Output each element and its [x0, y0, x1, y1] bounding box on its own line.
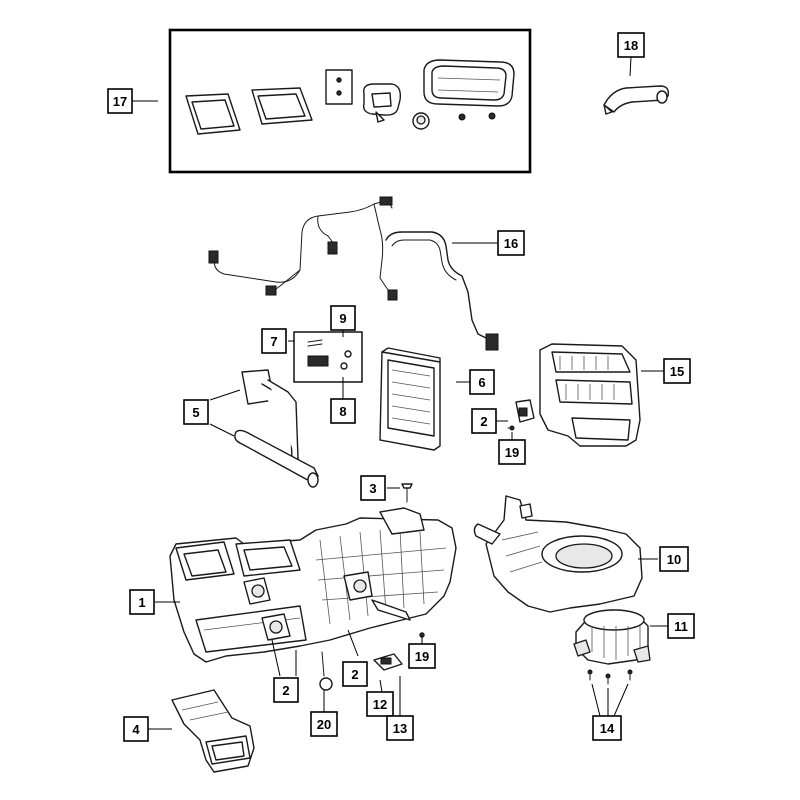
callout-8: 8: [330, 398, 356, 424]
callout-4: 4: [123, 716, 149, 742]
callout-15: 15: [663, 358, 691, 384]
callout-label-2-center: 2: [351, 667, 358, 682]
seal-kit-group: [168, 28, 532, 174]
callout-2-upper: 2: [471, 408, 497, 434]
upper-case-housing-part: [539, 343, 641, 447]
wiring-harness-part: [208, 196, 499, 351]
callout-label-16: 16: [504, 236, 518, 251]
seal-kit-part: [412, 112, 496, 130]
drain-clip-part: [319, 651, 333, 691]
leader-lines: [132, 56, 668, 730]
callout-11: 11: [667, 613, 695, 639]
callout-label-13: 13: [393, 721, 407, 736]
seal-kit-part: [325, 69, 353, 105]
expansion-valve-kit: [293, 331, 363, 383]
callout-9: 9: [330, 305, 356, 331]
seal-kit-part: [423, 59, 515, 107]
blower-screws-part: [587, 669, 633, 685]
callout-label-6: 6: [478, 375, 485, 390]
blower-housing-part: [473, 495, 643, 613]
callout-label-3: 3: [369, 481, 376, 496]
callout-label-20: 20: [317, 717, 331, 732]
seal-kit-part: [362, 83, 402, 123]
blower-resistor-part: [373, 653, 403, 671]
callout-1: 1: [129, 589, 155, 615]
seal-kit-frame: [168, 28, 532, 174]
callout-16: 16: [497, 230, 525, 256]
blend-door-actuator: [243, 577, 271, 605]
callout-14: 14: [592, 715, 622, 741]
callout-5: 5: [183, 399, 209, 425]
callout-19-lower: 19: [408, 643, 436, 669]
mode-door-actuator-part: [515, 399, 535, 423]
callout-7: 7: [261, 328, 287, 354]
callout-label-2-upper: 2: [480, 414, 487, 429]
callout-20: 20: [310, 711, 338, 737]
callout-10: 10: [659, 546, 689, 572]
callout-label-7: 7: [270, 334, 277, 349]
callout-label-10: 10: [667, 552, 681, 567]
blower-motor-part: [573, 609, 651, 665]
callout-12: 12: [366, 691, 394, 717]
evaporator-core-part: [379, 347, 441, 451]
floor-duct-part: [171, 689, 255, 773]
callout-label-12: 12: [373, 697, 387, 712]
callout-label-1: 1: [138, 595, 145, 610]
seal-kit-part: [251, 87, 313, 125]
callout-label-4: 4: [132, 722, 140, 737]
duct-bracket-part: [603, 85, 670, 115]
hvac-main-housing-part: [169, 507, 457, 663]
callout-label-14: 14: [600, 721, 615, 736]
callout-label-2-left: 2: [282, 683, 289, 698]
mounting-screw-part: [401, 483, 413, 503]
callout-18: 18: [617, 32, 645, 58]
callout-label-9: 9: [339, 311, 346, 326]
seal-kit-part: [185, 93, 241, 135]
callout-17: 17: [107, 88, 133, 114]
callout-label-15: 15: [670, 364, 684, 379]
valve-kit-frame: [293, 331, 363, 383]
callout-label-5: 5: [192, 405, 199, 420]
callout-label-8: 8: [339, 404, 346, 419]
callout-3: 3: [360, 475, 386, 501]
actuator-screw: [507, 425, 515, 431]
blend-door-actuator: [343, 571, 373, 601]
refrigerant-line-part: [234, 369, 319, 488]
callout-2-left: 2: [273, 677, 299, 703]
callout-label-18: 18: [624, 38, 638, 53]
callout-label-19-lower: 19: [415, 649, 429, 664]
callout-19-upper: 19: [498, 439, 526, 465]
callout-label-11: 11: [674, 619, 688, 634]
callout-6: 6: [469, 369, 495, 395]
callout-label-17: 17: [113, 94, 127, 109]
callout-label-19-upper: 19: [505, 445, 519, 460]
callout-13: 13: [386, 715, 414, 741]
callout-2-center: 2: [342, 661, 368, 687]
blend-door-actuator: [261, 613, 291, 641]
